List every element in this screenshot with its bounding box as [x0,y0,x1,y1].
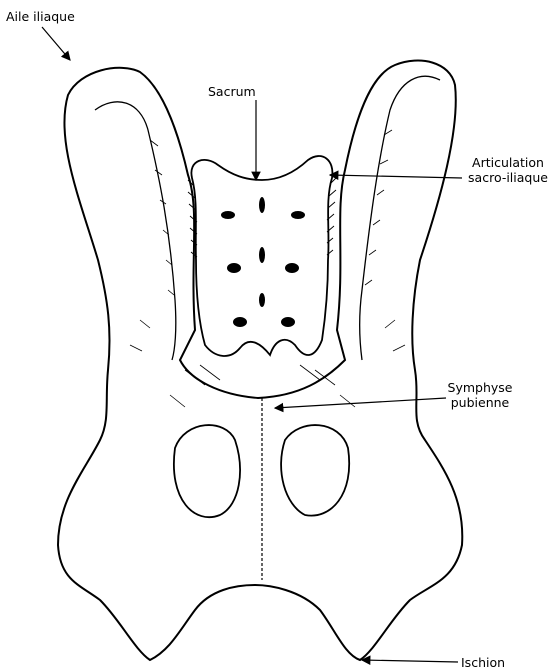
symphyse-label-line1: Symphyse [446,380,514,395]
symphyse-label: Symphyse pubienne [446,380,514,410]
articulation-label: Articulation sacro-iliaque [462,155,553,185]
aile-iliaque-arrow [42,27,70,60]
left-obturator-foramen [174,425,240,517]
sacrum-label: Sacrum [208,84,256,99]
aile-iliaque-label: Aile iliaque [6,9,75,24]
ischion-arrow [362,660,458,662]
symphyse-label-line2: pubienne [446,395,514,410]
articulation-label-line1: Articulation [462,155,553,170]
ischion-label: Ischion [461,655,505,670]
pelvis-outline [58,61,462,660]
articulation-label-line2: sacro-iliaque [462,170,553,185]
